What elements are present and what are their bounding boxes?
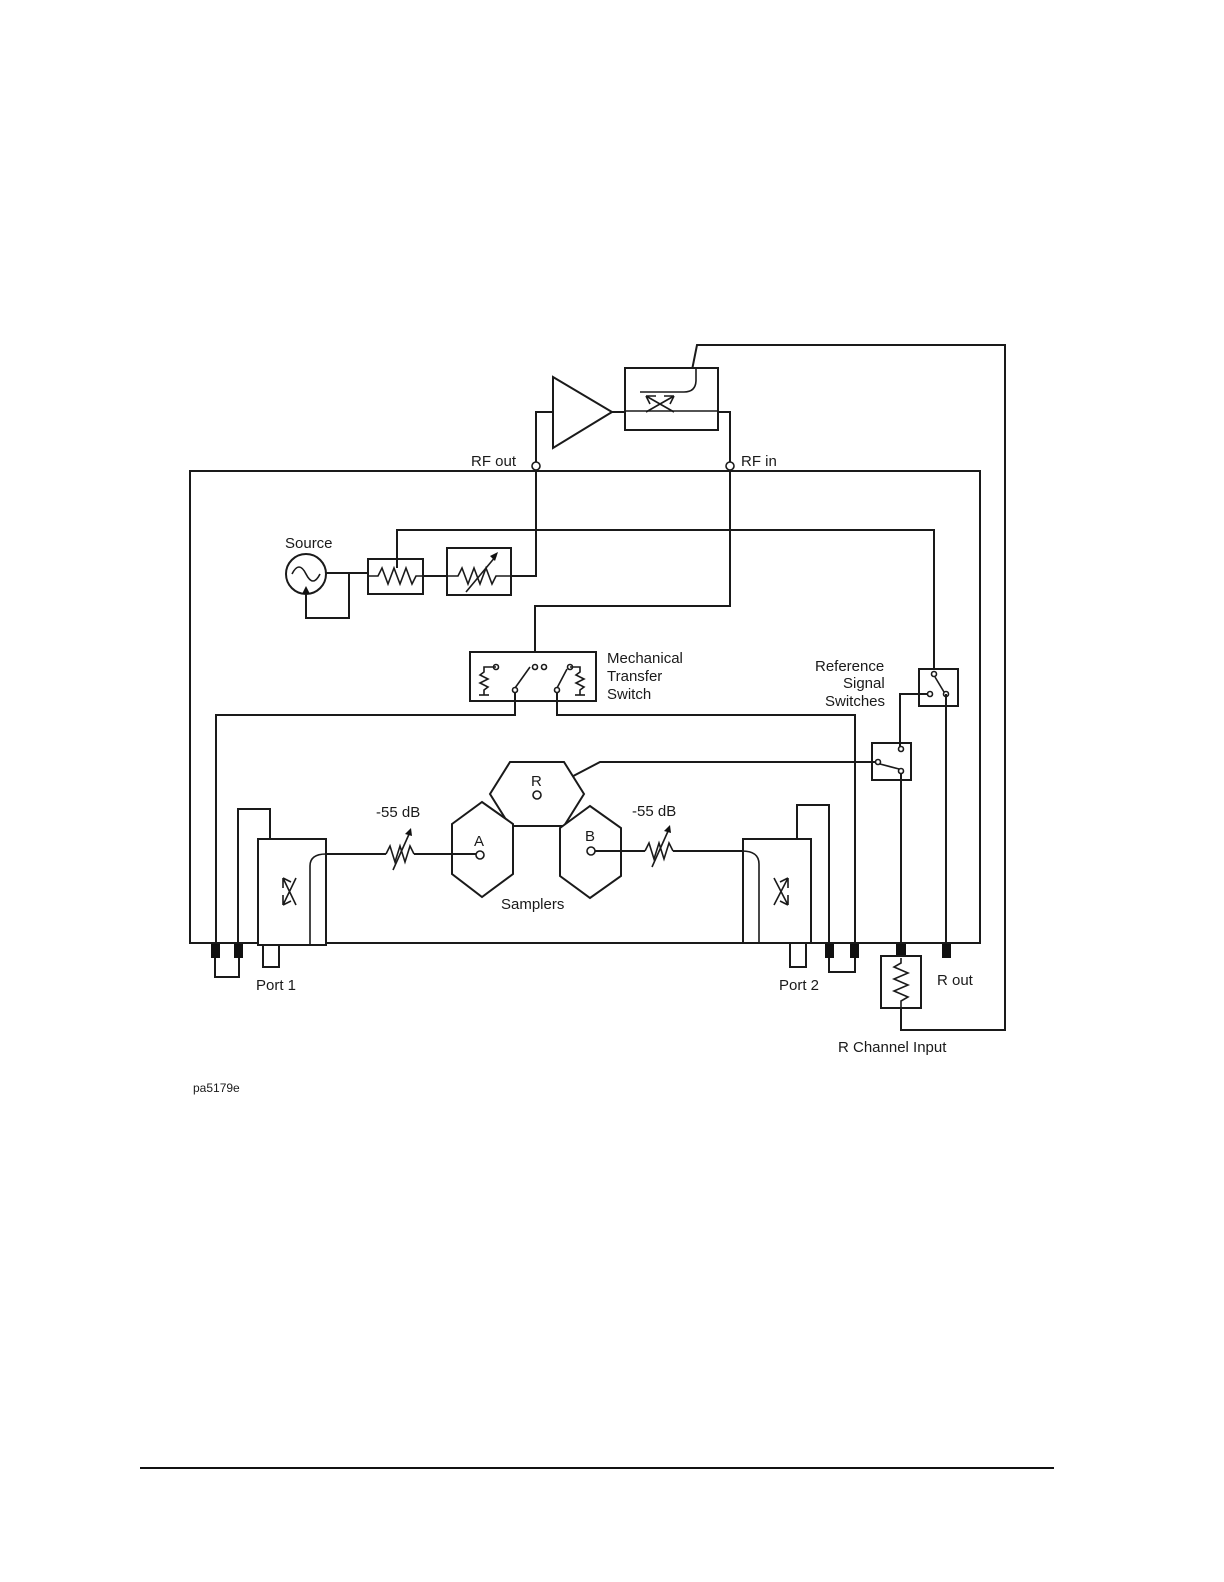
rf-in-connector (726, 462, 734, 470)
port1-jumper (211, 944, 243, 977)
figure-id-label: pa5179e (193, 1081, 240, 1095)
reference-switch-label-line2: Signal (843, 675, 885, 692)
sampler-b-label: B (585, 828, 595, 845)
mechanical-switch-label-line3: Switch (607, 686, 651, 703)
port1-label: Port 1 (256, 977, 296, 994)
r-out-label: R out (937, 972, 974, 989)
sampler-r-label: R (531, 773, 542, 790)
source-label: Source (285, 535, 333, 552)
r-channel-input-label: R Channel Input (838, 1039, 947, 1056)
reference-signal-switch-upper (919, 669, 958, 706)
port2-label: Port 2 (779, 977, 819, 994)
rf-in-feed-wire (535, 470, 730, 666)
reference-switch-label-line3: Switches (825, 693, 885, 710)
sampler-r (490, 762, 584, 826)
mechanical-switch-label-line2: Transfer (607, 668, 662, 685)
reference-signal-switch-lower (872, 743, 911, 780)
reference-switch-label-line1: Reference (815, 658, 884, 675)
ref-to-sampler-r-wire (537, 762, 876, 795)
rf-out-connector (532, 462, 540, 470)
external-amplifier (536, 377, 612, 465)
port2-jumper (825, 944, 859, 972)
source-oscillator (286, 554, 349, 618)
mechanical-switch-label-line1: Mechanical (607, 650, 683, 667)
rf-in-label: RF in (741, 453, 777, 470)
page-footer-rule (140, 1467, 1054, 1469)
atten-left-label: -55 dB (376, 804, 420, 821)
samplers-label: Samplers (501, 896, 564, 913)
r-channel-input-load (881, 956, 921, 1030)
atten-right-label: -55 dB (632, 803, 676, 820)
r-out-terminal (942, 944, 951, 958)
external-coupler (612, 368, 730, 465)
source-attenuator (423, 470, 536, 595)
mechanical-transfer-switch (470, 652, 596, 701)
rf-out-label: RF out (471, 453, 517, 470)
sampler-a-label: A (474, 833, 484, 850)
